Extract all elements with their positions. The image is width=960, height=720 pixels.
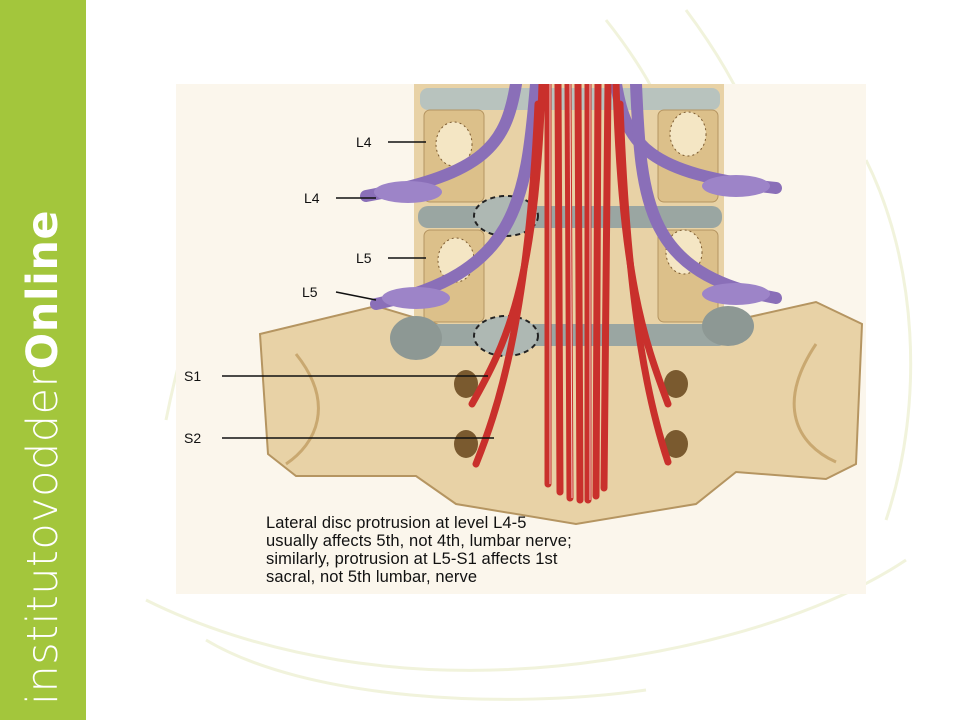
label-l5-vertebra: L5 [356, 250, 372, 266]
leader-lines [222, 141, 494, 439]
figure-caption: Lateral disc protrusion at level L4-5 us… [266, 514, 826, 586]
brand-text: institutovodderOnline [18, 210, 68, 705]
label-l5-nerve: L5 [302, 284, 318, 300]
sacral-foramen-s1-right [664, 370, 688, 398]
sacral-foramen-s2-right [664, 430, 688, 458]
caption-line-2: usually affects 5th, not 4th, lumbar ner… [266, 532, 572, 550]
anatomy-figure: L4 L4 L5 L5 S1 S2 Lateral disc protrusio… [176, 84, 866, 594]
disc-bulge-left [390, 316, 442, 360]
caption-line-4: sacral, not 5th lumbar, nerve [266, 568, 478, 586]
caption-line-3: similarly, protrusion at L5-S1 affects 1… [266, 550, 558, 568]
sacral-foramen-s2-left [454, 430, 478, 458]
l4-bone-texture-right [669, 111, 707, 157]
sidebar-bar [0, 0, 86, 720]
label-s2: S2 [184, 430, 202, 446]
l4-nerve-ganglion-left [374, 181, 442, 203]
l5-nerve-ganglion-left [382, 287, 450, 309]
label-l4-vertebra: L4 [356, 134, 372, 150]
spine-illustration [222, 84, 864, 526]
caption-line-1: Lateral disc protrusion at level L4-5 [266, 514, 527, 532]
cauda-equina [468, 84, 672, 504]
sacral-foramen-s1-left [454, 370, 478, 398]
label-s1: S1 [184, 368, 202, 384]
l4-nerve-ganglion-right [702, 175, 770, 197]
l5-nerve-ganglion-right [702, 283, 770, 305]
brand-logo: institutovodderOnline [0, 0, 86, 720]
brand-prefix: institutovodder [18, 369, 68, 705]
disc-bulge-right [702, 306, 754, 346]
label-l4-nerve: L4 [304, 190, 320, 206]
brand-suffix: Online [18, 209, 68, 370]
cauda-equina-highlights [549, 84, 591, 500]
